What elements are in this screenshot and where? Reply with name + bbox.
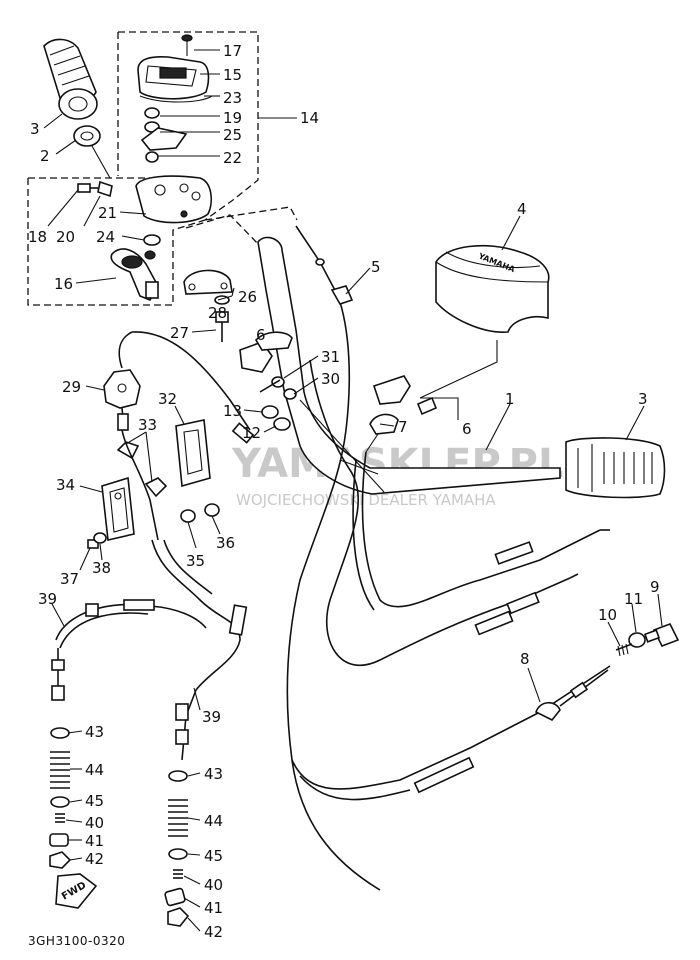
clamp-26 bbox=[183, 269, 233, 295]
callout: 19 bbox=[223, 109, 242, 127]
adjuster-parts bbox=[615, 622, 680, 657]
callout: 45 bbox=[204, 847, 223, 865]
callout: 39 bbox=[38, 590, 57, 608]
callout: 40 bbox=[204, 876, 223, 894]
callout: 9 bbox=[650, 578, 660, 596]
washer-parts bbox=[143, 234, 230, 305]
callout: 6 bbox=[256, 326, 266, 344]
callout: 3 bbox=[30, 120, 40, 138]
callout: 2 bbox=[40, 147, 50, 165]
callout: 39 bbox=[202, 708, 221, 726]
callout: 30 bbox=[321, 370, 340, 388]
callout: 38 bbox=[92, 559, 111, 577]
callout: 12 bbox=[242, 424, 261, 442]
callout: 13 bbox=[223, 402, 242, 420]
left-grip bbox=[43, 38, 98, 120]
callout: 11 bbox=[624, 590, 643, 608]
grip-collar bbox=[73, 125, 111, 179]
callout: 14 bbox=[300, 109, 319, 127]
right-spring-stack bbox=[164, 770, 190, 927]
callout: 22 bbox=[223, 149, 242, 167]
callout: 18 bbox=[28, 228, 47, 246]
callout: 34 bbox=[56, 476, 75, 494]
callout: 41 bbox=[85, 832, 104, 850]
right-grip bbox=[565, 437, 666, 499]
callout: 45 bbox=[85, 792, 104, 810]
callout: 37 bbox=[60, 570, 79, 588]
callout: 17 bbox=[223, 42, 242, 60]
callout: 31 bbox=[321, 348, 340, 366]
callout: 44 bbox=[204, 812, 223, 830]
callout: 23 bbox=[223, 89, 242, 107]
callout: 36 bbox=[216, 534, 235, 552]
callout: 20 bbox=[56, 228, 75, 246]
brake-lever-bracket bbox=[103, 369, 141, 431]
throttle-housing bbox=[365, 375, 438, 453]
switch-small-parts bbox=[140, 107, 188, 163]
cables bbox=[51, 225, 611, 891]
callout: 27 bbox=[170, 324, 189, 342]
callout: 21 bbox=[98, 204, 117, 222]
switch-assembly-outline bbox=[27, 31, 298, 306]
screw-18 bbox=[77, 183, 98, 193]
callout: 40 bbox=[85, 814, 104, 832]
callout: 42 bbox=[204, 923, 223, 941]
callout: 32 bbox=[158, 390, 177, 408]
switch-lower-housing bbox=[97, 175, 213, 224]
callout: 44 bbox=[85, 761, 104, 779]
leader-lines bbox=[43, 49, 663, 932]
callout: 8 bbox=[520, 650, 530, 668]
callout: 10 bbox=[598, 606, 617, 624]
callout: 25 bbox=[223, 126, 242, 144]
callout: 1 bbox=[505, 390, 515, 408]
choke-lever bbox=[110, 248, 159, 302]
switch-upper-housing bbox=[137, 34, 213, 103]
callout: 7 bbox=[398, 418, 408, 436]
grip-cover: YAMAHA bbox=[435, 244, 550, 333]
callout: 28 bbox=[208, 304, 227, 322]
master-cylinder bbox=[239, 331, 297, 431]
callout: 33 bbox=[138, 416, 157, 434]
callout: 29 bbox=[62, 378, 81, 396]
callout: 24 bbox=[96, 228, 115, 246]
callout: 6 bbox=[462, 420, 472, 438]
callout: 43 bbox=[204, 765, 223, 783]
callout: 15 bbox=[223, 66, 242, 84]
diagram-code: 3GH3100-0320 bbox=[28, 934, 125, 948]
bolt-27 bbox=[215, 311, 229, 342]
callout: 41 bbox=[204, 899, 223, 917]
switch-32-34 bbox=[101, 419, 211, 541]
callout: 4 bbox=[517, 200, 527, 218]
callout-numbers: 17 15 23 19 25 22 14 3 2 18 20 21 24 16 … bbox=[28, 42, 660, 941]
callout: 3 bbox=[638, 390, 648, 408]
callout: 16 bbox=[54, 275, 73, 293]
watermark-sub: WOJCIECHOWSKI DEALER YAMAHA bbox=[236, 491, 496, 509]
callout: 26 bbox=[238, 288, 257, 306]
callout: 43 bbox=[85, 723, 104, 741]
callout: 35 bbox=[186, 552, 205, 570]
callout: 5 bbox=[371, 258, 381, 276]
handlebar bbox=[257, 236, 561, 495]
callout: 42 bbox=[85, 850, 104, 868]
left-spring-stack bbox=[49, 727, 72, 869]
fwd-arrow: FWD bbox=[55, 873, 98, 909]
